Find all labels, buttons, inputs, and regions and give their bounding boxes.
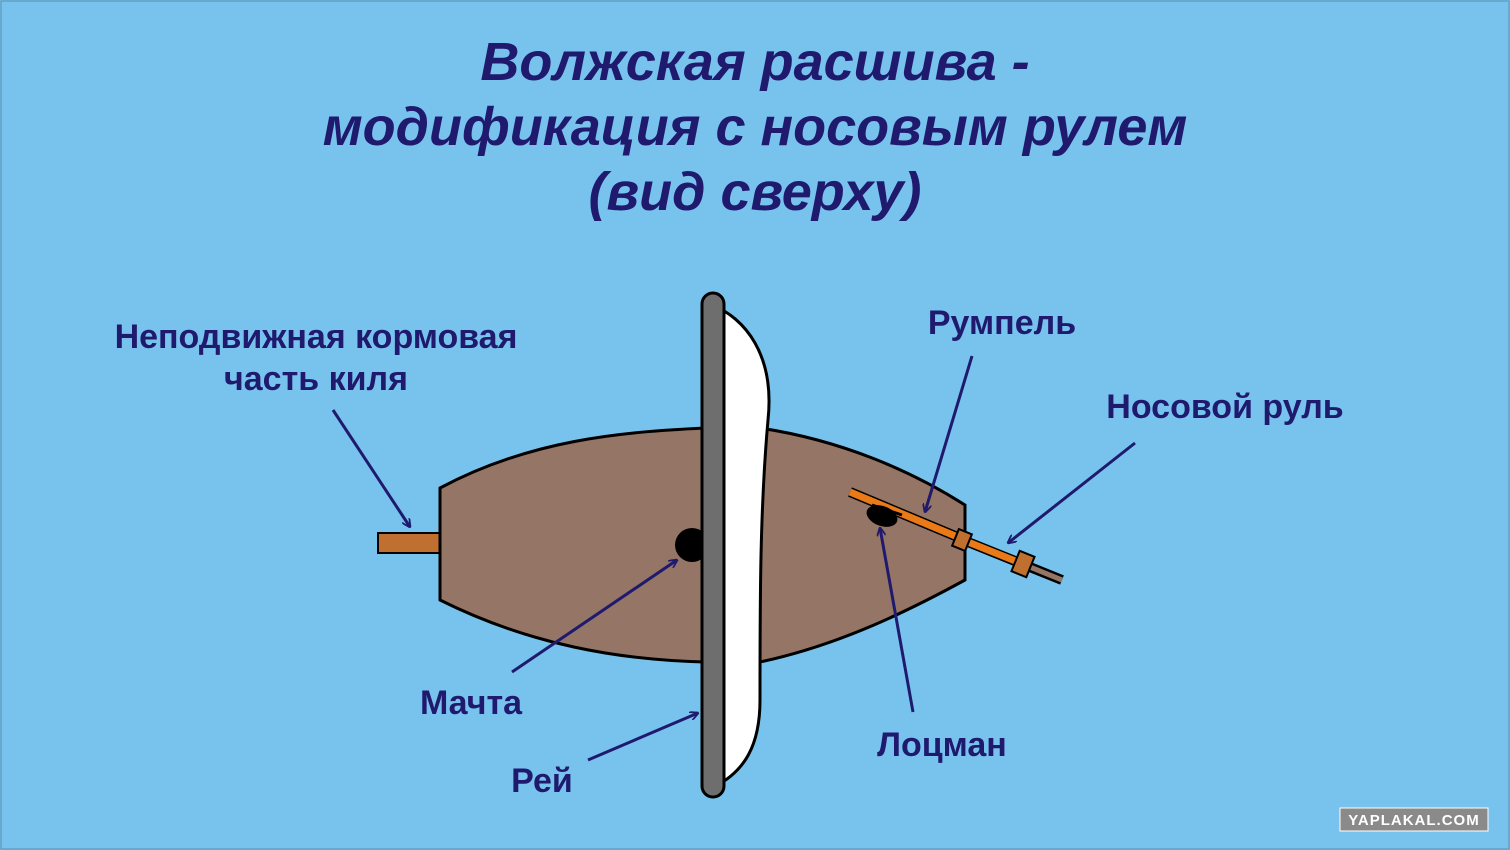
label-tiller: Румпель [928,304,1076,342]
label-keel-line-1: Неподвижная кормовая [115,318,518,356]
title-line-2: модификация с носовым рулем [323,97,1188,157]
pilot-arrow [880,528,915,713]
watermark-text: YAPLAKAL.COM [1348,812,1479,829]
bow-rudder-tip [1029,564,1063,583]
watermark: YAPLAKAL.COM [1339,807,1489,832]
label-keel-line-2: часть киля [224,360,408,398]
bow-rudder-arrow [1008,441,1136,543]
tiller [848,488,962,542]
rudder-collar-1 [950,527,974,553]
title-line-3: (вид сверху) [589,162,922,222]
keel-arrow [331,409,410,527]
yard [700,291,726,799]
title-line-1: Волжская расшива - [480,32,1029,92]
label-yard: Рей [511,762,573,800]
label-bow-rudder: Носовой руль [1106,388,1343,426]
mast-arrow [511,560,677,674]
pilot-arm [871,503,903,517]
tiller-arrow [925,355,974,512]
rudder-collar-2 [1010,549,1036,579]
yard-arrow [587,713,698,762]
label-mast: Мачта [420,684,523,722]
label-pilot: Лоцман [877,726,1007,764]
watermark-bg [1339,807,1489,832]
sail [710,302,771,791]
stern-keel [377,532,443,554]
